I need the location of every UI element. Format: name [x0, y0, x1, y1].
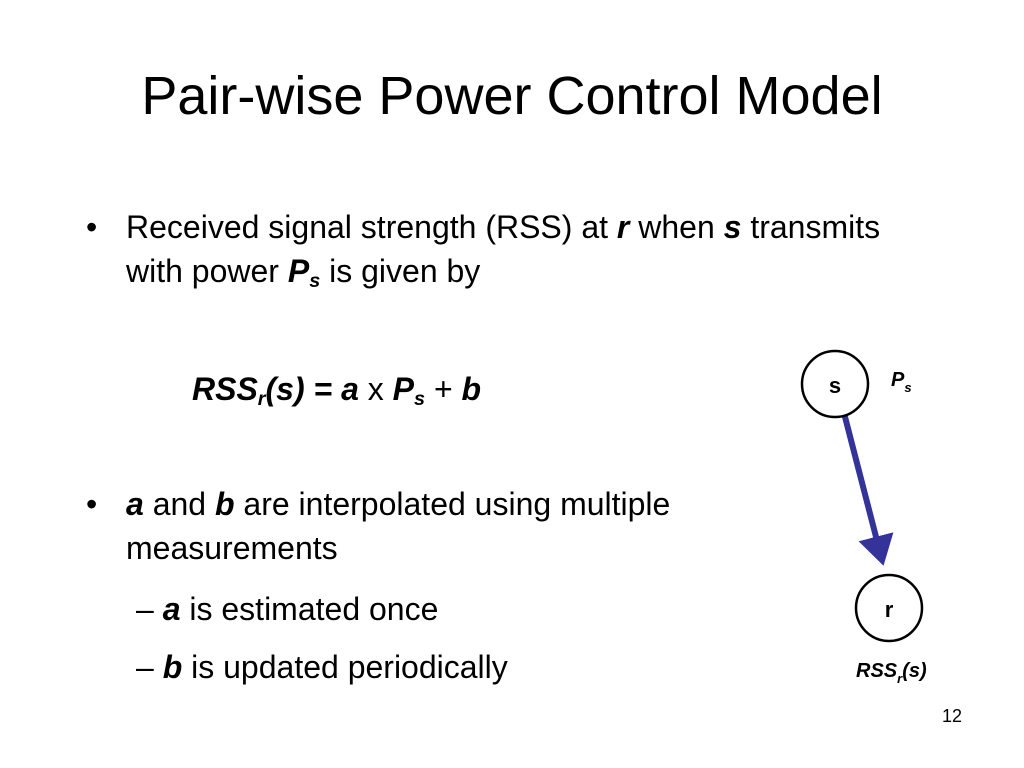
- var-r: r: [616, 209, 630, 245]
- var-P: P: [287, 253, 310, 289]
- sub-bullet-text: is estimated once: [180, 591, 439, 627]
- eq-lhs: RSS: [192, 371, 258, 407]
- bullet-text: is given by: [320, 253, 481, 289]
- page-number: 12: [941, 706, 962, 726]
- bullet-text: transmits with power: [126, 209, 881, 289]
- power-label-subscript: s: [904, 380, 911, 395]
- eq-plus: +: [425, 371, 462, 407]
- var-a: a: [126, 486, 144, 522]
- rss-equation: RSSr(s) = a x Ps + b: [192, 367, 481, 411]
- bullet-text: are interpolated using multiple measurem…: [126, 486, 671, 566]
- var-a: a: [162, 591, 181, 627]
- slide-title: Pair-wise Power Control Model: [141, 66, 883, 126]
- var-s: s: [723, 209, 742, 245]
- bullet-rss-definition: Received signal strength (RSS) at r when…: [126, 205, 886, 293]
- eq-b: b: [461, 371, 482, 407]
- transmission-arrow: [841, 412, 894, 566]
- var-b: b: [162, 649, 183, 685]
- eq-P-subscript: s: [414, 387, 426, 410]
- sub-bullet-a-estimated: – a is estimated once: [136, 587, 438, 631]
- sub-bullet-b-updated: – b is updated periodically: [136, 645, 508, 689]
- eq-lhs-arg: (s) =: [265, 371, 342, 407]
- bullet-marker: •: [86, 486, 98, 522]
- bullet-text: when: [629, 209, 724, 245]
- rss-label-subscript: r: [897, 671, 903, 686]
- eq-times: x: [358, 371, 393, 407]
- power-label-main: P: [891, 369, 905, 391]
- var-b: b: [214, 486, 235, 522]
- eq-lhs-subscript: r: [257, 387, 266, 410]
- node-r-label: r: [885, 597, 894, 622]
- rss-label: RSSr(s): [856, 660, 927, 686]
- sub-bullet-dash: –: [136, 591, 163, 627]
- sub-bullet-dash: –: [136, 649, 163, 685]
- eq-a: a: [341, 371, 359, 407]
- eq-P: P: [392, 371, 415, 407]
- bullet-marker: •: [86, 209, 98, 245]
- power-label: Ps: [891, 369, 912, 395]
- rss-label-arg: (s): [902, 660, 927, 682]
- var-P-subscript: s: [309, 269, 321, 292]
- sub-bullet-text: is updated periodically: [182, 649, 508, 685]
- bullet-text: and: [143, 486, 215, 522]
- rss-label-main: RSS: [856, 660, 898, 682]
- node-s: [800, 349, 870, 419]
- bullet-text: Received signal strength (RSS) at: [126, 209, 617, 245]
- node-s-label: s: [829, 373, 841, 398]
- bullet-interpolation: a and b are interpolated using multiple …: [126, 482, 826, 570]
- node-r: [854, 573, 924, 643]
